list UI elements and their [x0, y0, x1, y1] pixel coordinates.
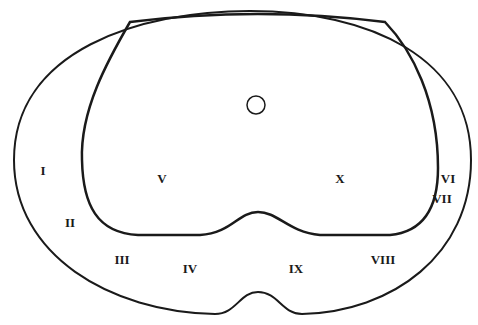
- zone-number: VI: [441, 172, 455, 185]
- zone-number: II: [65, 216, 75, 229]
- zone-number: V: [157, 172, 166, 185]
- central-lumen: [247, 96, 265, 114]
- zone-number: IV: [183, 262, 197, 275]
- zone-number: VIII: [371, 253, 396, 266]
- zone-number: IX: [289, 262, 303, 275]
- zone-number: VII: [432, 192, 452, 205]
- inner-outline: [82, 14, 438, 235]
- zone-number: I: [40, 164, 45, 177]
- outer-outline: [14, 11, 471, 314]
- zone-number: III: [114, 253, 129, 266]
- zone-number: X: [335, 172, 344, 185]
